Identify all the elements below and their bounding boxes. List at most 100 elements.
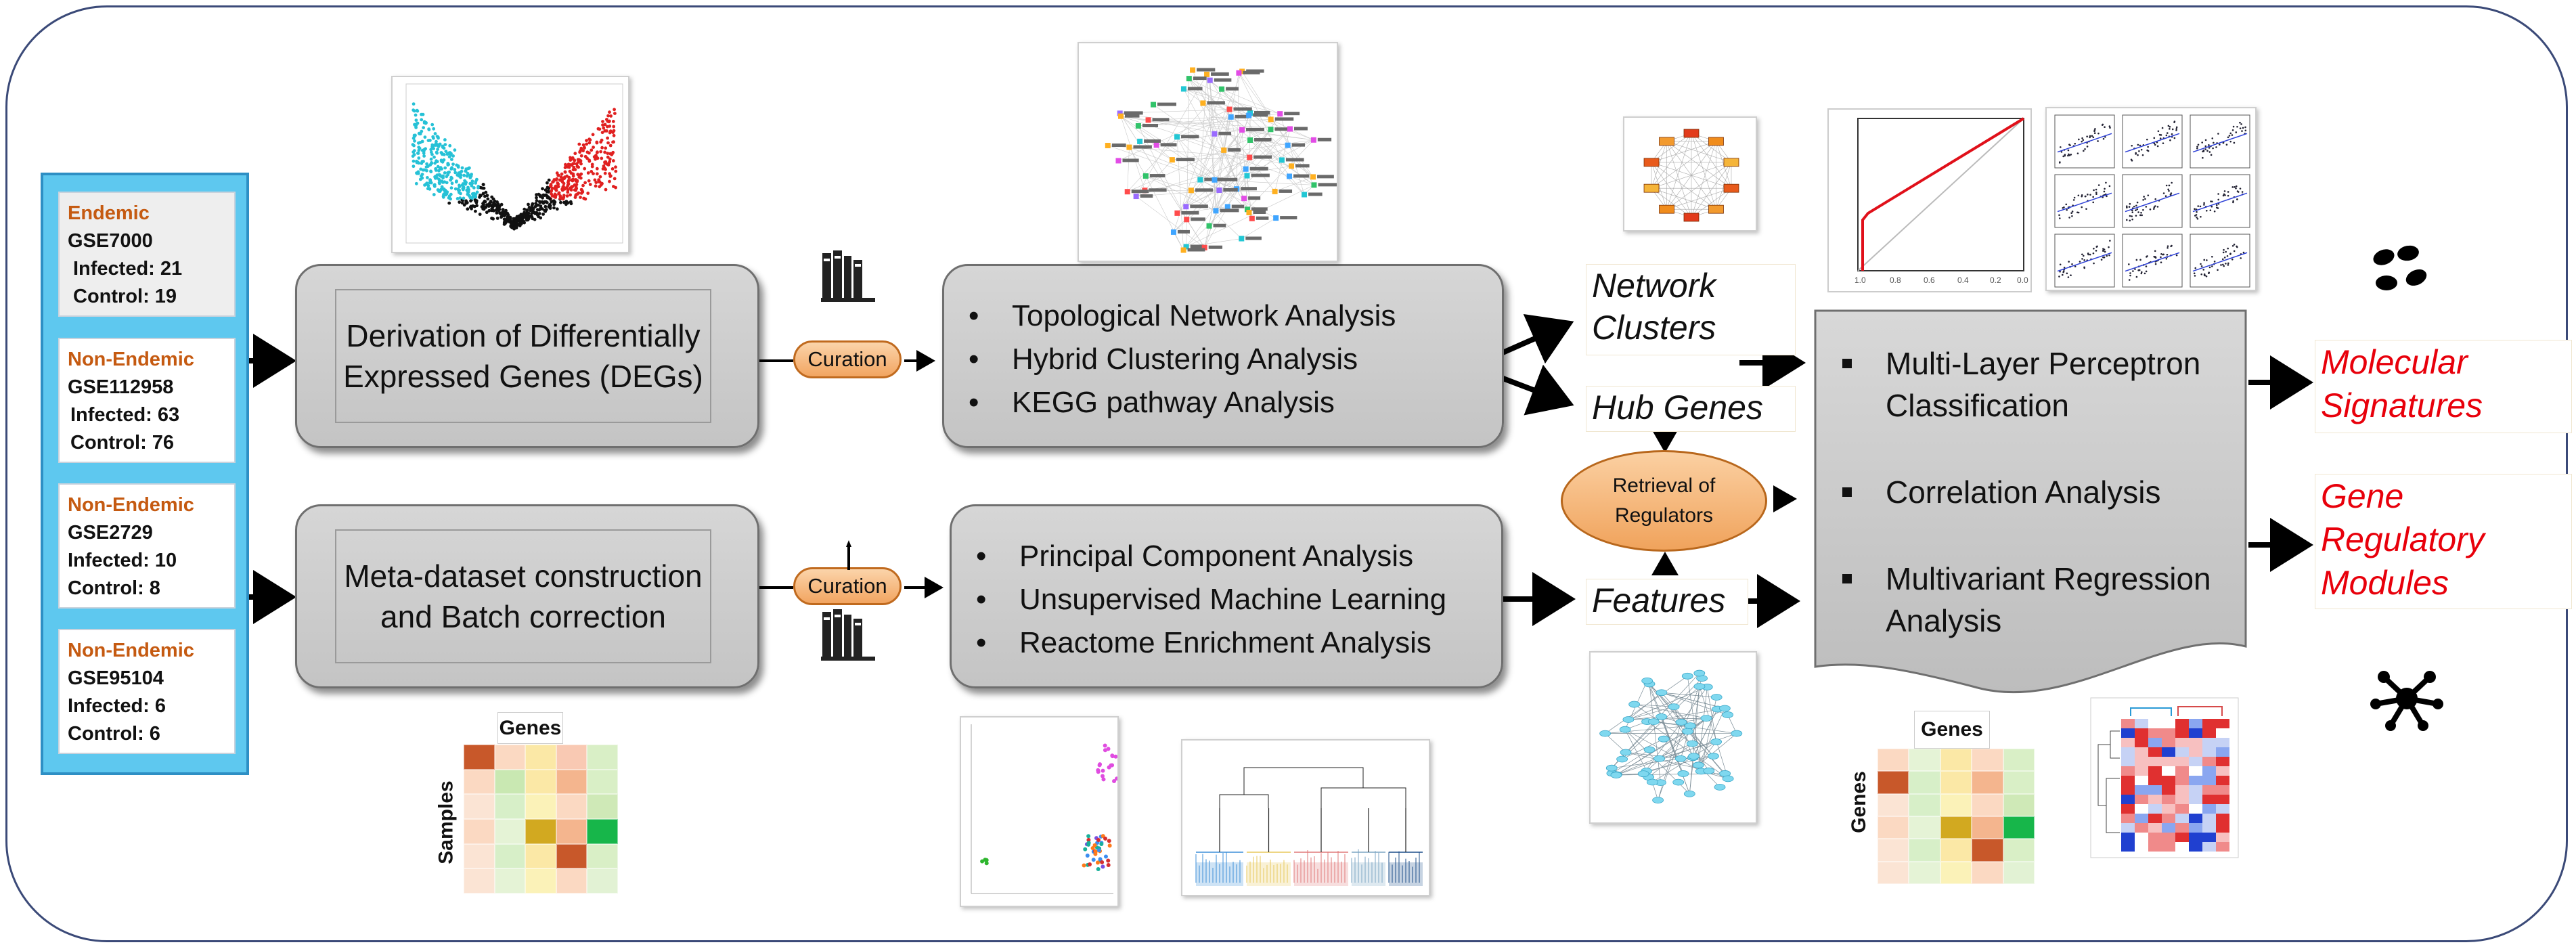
final-item: Multi-Layer Perceptron Classification — [1836, 343, 2242, 426]
dataset-category: Non-Endemic — [68, 494, 194, 516]
features-label: Features — [1586, 579, 1748, 625]
final-analysis-shape — [1814, 309, 2247, 694]
heatmap-cell — [1909, 861, 1940, 884]
heatmap-grid — [1878, 749, 2035, 884]
deg-label: Derivation of Differentially Expressed G… — [335, 289, 711, 423]
samples-header: Samples — [430, 765, 464, 880]
heatmap-cell — [525, 745, 556, 770]
heatmap-cell — [1940, 749, 1972, 772]
dendrogram-thumbnail — [1181, 739, 1430, 896]
final-analysis-list-wrap: Multi-Layer Perceptron Classification Co… — [1836, 343, 2242, 686]
svg-text:0.6: 0.6 — [1924, 275, 1935, 285]
molecular-signatures-label: Molecular Signatures — [2315, 340, 2572, 433]
heatmap-cell — [1878, 816, 1909, 839]
heatmap-grid — [464, 745, 618, 893]
dataset-control: Control: 8 — [68, 577, 160, 599]
heatmap-cell — [1972, 861, 2003, 884]
heatmap-cell — [2003, 793, 2035, 816]
heatmap-cell — [464, 769, 495, 795]
heatmap-cell — [1878, 749, 1909, 772]
heatmap-cell — [587, 794, 618, 819]
heatmap-cell — [587, 843, 618, 869]
heatmap-cell — [1878, 793, 1909, 816]
heatmap-cell — [1909, 839, 1940, 862]
heatmap-cell — [1909, 793, 1940, 816]
heatmap-cell — [525, 843, 556, 869]
heatmap-cell — [525, 769, 556, 795]
heatmap-cell — [587, 745, 618, 770]
curation-pill-bottom: Curation — [793, 567, 902, 605]
dataset-control: Control: 6 — [68, 723, 160, 745]
dataset-card: Non-Endemic GSE2729 Infected: 10 Control… — [58, 483, 236, 609]
dataset-control: Control: 19 — [73, 286, 177, 307]
heatmap-cell — [494, 843, 526, 869]
curation-pill-top: Curation — [793, 340, 902, 378]
dataset-category: Endemic — [68, 202, 150, 224]
heatmap-cell — [525, 794, 556, 819]
arrow-up-to-curation — [846, 540, 851, 570]
heatmap-cell — [494, 745, 526, 770]
dataset-infected: Infected: 6 — [68, 695, 166, 717]
genes-header: Genes — [497, 712, 563, 744]
heatmap-cell — [2003, 839, 2035, 862]
heatmap-cell — [2003, 861, 2035, 884]
deg-box: Derivation of Differentially Expressed G… — [295, 264, 759, 448]
dataset-card: Endemic GSE7000 Infected: 21 Control: 19 — [58, 192, 236, 317]
samples-heatmap-left: Genes Samples — [430, 712, 626, 896]
analysis-item: KEGG pathway Analysis — [969, 381, 1488, 424]
books-icon — [821, 609, 875, 661]
dataset-card: Non-Endemic GSE112958 Infected: 63 Contr… — [58, 338, 236, 463]
heatmap-cell — [1972, 749, 2003, 772]
heatmap-cell — [525, 819, 556, 844]
retrieval-regulators-oval: Retrieval of Regulators — [1561, 450, 1767, 552]
heatmap-cell — [464, 868, 495, 893]
analysis-item: Principal Component Analysis — [976, 535, 1488, 578]
datasets-panel: Endemic GSE7000 Infected: 21 Control: 19… — [41, 173, 249, 775]
heatmap-cell — [494, 819, 526, 844]
svg-text:0.8: 0.8 — [1890, 275, 1901, 285]
dataset-infected: Infected: 21 — [73, 258, 183, 280]
svg-text:0.0: 0.0 — [2017, 275, 2028, 285]
gene-regulatory-modules-label: Gene Regulatory Modules — [2315, 474, 2572, 609]
dataset-card: Non-Endemic GSE95104 Infected: 6 Control… — [58, 629, 236, 754]
dataset-category: Non-Endemic — [68, 640, 194, 661]
heatmap-cell — [556, 819, 587, 844]
heatmap-cell — [587, 819, 618, 844]
network-node-icon — [2370, 671, 2443, 731]
svg-text:0.4: 0.4 — [1957, 275, 1969, 285]
correlation-scatter-grid-thumbnail — [2045, 107, 2257, 291]
heatmap-cell — [1940, 839, 1972, 862]
heatmap-cell — [556, 794, 587, 819]
network-graph-thumbnail — [1078, 42, 1338, 262]
heatmap-cell — [494, 868, 526, 893]
heatmap-cell — [494, 769, 526, 795]
books-icon — [821, 250, 875, 302]
heatmap-cell — [587, 769, 618, 795]
cluster-network-thumbnail — [1623, 116, 1757, 231]
meta-label: Meta-dataset construction and Batch corr… — [335, 529, 711, 663]
heatmap-cell — [1909, 749, 1940, 772]
heatmap-cell — [1972, 793, 2003, 816]
clustered-heatmap-thumbnail — [2090, 697, 2239, 858]
dataset-infected: Infected: 10 — [68, 550, 177, 571]
dataset-control: Control: 76 — [70, 432, 175, 454]
heatmap-cell — [1972, 839, 2003, 862]
heatmap-cell — [556, 745, 587, 770]
network-analysis-list: Topological Network Analysis Hybrid Clus… — [969, 294, 1488, 424]
heatmap-cell — [1878, 839, 1909, 862]
heatmap-cell — [464, 843, 495, 869]
analysis-item: Unsupervised Machine Learning — [976, 578, 1488, 621]
network-analysis-box: Topological Network Analysis Hybrid Clus… — [942, 264, 1504, 448]
genes-header: Genes — [1914, 711, 1990, 749]
heatmap-cell — [464, 819, 495, 844]
network-clusters-label: Network Clusters — [1586, 264, 1796, 355]
arrow-network-to-hub — [1500, 364, 1574, 416]
pca-scatter-thumbnail — [960, 716, 1119, 907]
heatmap-cell — [556, 769, 587, 795]
heatmap-cell — [494, 794, 526, 819]
heatmap-cell — [1909, 816, 1940, 839]
final-item: Multivariant Regression Analysis — [1836, 558, 2242, 642]
analysis-item: Reactome Enrichment Analysis — [976, 621, 1488, 665]
heatmap-cell — [1878, 771, 1909, 794]
